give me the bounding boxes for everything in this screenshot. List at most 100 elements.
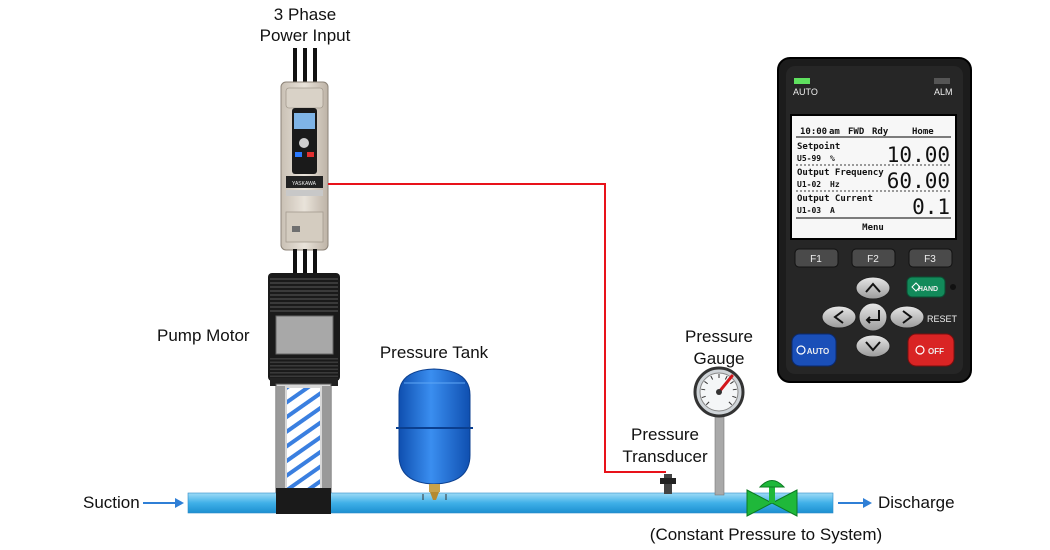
pressure-gauge xyxy=(693,366,745,496)
lcd-row2-code: U1-02 xyxy=(797,180,821,189)
constant-pressure-label: (Constant Pressure to System) xyxy=(650,525,882,544)
motor-nameplate xyxy=(275,315,334,355)
pressure-transducer xyxy=(660,474,676,494)
drive-dial xyxy=(299,138,309,148)
main-pipe xyxy=(187,488,834,514)
signal-wire xyxy=(328,183,666,473)
suction-label: Suction xyxy=(83,493,140,512)
f3-label: F3 xyxy=(924,254,936,265)
lcd-row3-name: Output Current xyxy=(797,194,873,204)
gauge-tick xyxy=(730,381,734,385)
gauge-tick xyxy=(704,381,708,385)
auto-icon xyxy=(796,345,806,355)
gauge-tick xyxy=(701,395,706,399)
off-label: OFF xyxy=(928,347,944,356)
up-arrow-icon xyxy=(865,282,881,293)
suction-arrow xyxy=(143,498,184,508)
pressure-gauge-label-2: Gauge xyxy=(693,349,744,368)
lcd-home: Home xyxy=(912,127,934,137)
hand-icon xyxy=(911,282,921,292)
transducer-label-2: Transducer xyxy=(622,447,708,466)
lcd-ampm: am xyxy=(829,127,840,137)
off-icon xyxy=(915,345,925,355)
discharge-valve[interactable] xyxy=(746,480,798,517)
lcd-row2-value: 60.00 xyxy=(887,169,950,193)
lcd-row2-name: Output Frequency xyxy=(797,168,884,178)
right-arrow-button[interactable] xyxy=(889,305,925,329)
motor-fin xyxy=(270,286,338,288)
power-input-label-2: Power Input xyxy=(260,26,351,45)
hand-button[interactable]: HAND xyxy=(906,276,946,298)
enter-button[interactable] xyxy=(858,302,888,332)
motor-fin xyxy=(270,365,338,367)
motor-fin xyxy=(270,361,338,364)
pressure-tank xyxy=(396,368,473,500)
f2-button[interactable]: F2 xyxy=(851,248,896,268)
reset-label: RESET xyxy=(927,314,958,324)
motor-fin xyxy=(270,368,338,371)
motor-cables xyxy=(293,249,317,276)
down-arrow-button[interactable] xyxy=(855,334,891,358)
auto-led-label: AUTO xyxy=(793,87,818,97)
pressure-tank-label: Pressure Tank xyxy=(380,343,489,362)
hoa-keypad: AUTO ALM 10:00 am FWD Rdy Home Setpoint … xyxy=(777,57,972,383)
pressure-gauge-label-1: Pressure xyxy=(685,327,753,346)
right-arrow-icon xyxy=(902,310,913,324)
lcd-state: Rdy xyxy=(872,127,889,137)
drive-mini-screen xyxy=(294,113,315,129)
down-arrow-icon xyxy=(865,341,881,352)
auto-button[interactable]: AUTO xyxy=(791,333,837,367)
auto-label: AUTO xyxy=(807,347,830,356)
motor-fin xyxy=(270,278,338,280)
power-input-cables xyxy=(293,48,317,84)
f2-label: F2 xyxy=(867,254,879,265)
gauge-tick xyxy=(732,395,737,399)
motor-fin xyxy=(270,310,338,312)
variable-frequency-drive: YASKAWA xyxy=(280,81,329,251)
gauge-tick xyxy=(724,375,728,380)
lcd-row1-unit: % xyxy=(830,154,835,163)
gauge-tick xyxy=(728,401,733,406)
motor-fin xyxy=(270,358,338,360)
gauge-needle xyxy=(717,374,734,394)
f3-button[interactable]: F3 xyxy=(908,248,953,268)
lcd-row1-value: 10.00 xyxy=(887,143,950,167)
hand-label: HAND xyxy=(918,286,938,293)
lcd-row1-code: U5-99 xyxy=(797,154,821,163)
up-arrow-button[interactable] xyxy=(855,276,891,300)
lcd-time: 10:00 xyxy=(800,127,827,137)
lcd-row2-unit: Hz xyxy=(830,180,840,189)
valve-handle[interactable] xyxy=(758,480,786,488)
f1-label: F1 xyxy=(810,254,822,265)
lcd-menu: Menu xyxy=(862,223,884,233)
motor-fin xyxy=(270,282,338,284)
motor-fin xyxy=(270,302,338,304)
discharge-arrow xyxy=(838,498,872,508)
left-arrow-icon xyxy=(833,310,844,324)
hand-led xyxy=(950,284,956,290)
gauge-tick xyxy=(705,401,710,406)
pump-motor xyxy=(268,273,340,386)
discharge-label: Discharge xyxy=(878,493,955,512)
lcd-row3-value: 0.1 xyxy=(912,195,950,219)
pump-impeller-stack xyxy=(287,388,320,490)
motor-fin xyxy=(270,306,338,308)
transducer-label-1: Pressure xyxy=(631,425,699,444)
lcd-row3-unit: A xyxy=(830,206,835,215)
lcd-row1-name: Setpoint xyxy=(797,141,840,152)
f1-button[interactable]: F1 xyxy=(794,248,839,268)
off-button[interactable]: OFF xyxy=(907,333,955,367)
drive-brand: YASKAWA xyxy=(292,181,317,187)
motor-fin xyxy=(270,290,338,292)
alm-led xyxy=(934,78,950,84)
auto-led xyxy=(794,78,810,84)
gauge-tick xyxy=(732,388,737,391)
motor-fin xyxy=(270,375,338,378)
motor-fin xyxy=(270,298,338,300)
lcd-row3-code: U1-03 xyxy=(797,206,821,215)
power-input-label-1: 3 Phase xyxy=(274,5,336,24)
lcd-direction: FWD xyxy=(848,127,865,137)
left-arrow-button[interactable] xyxy=(821,305,857,329)
pump-motor-label: Pump Motor xyxy=(157,326,250,345)
